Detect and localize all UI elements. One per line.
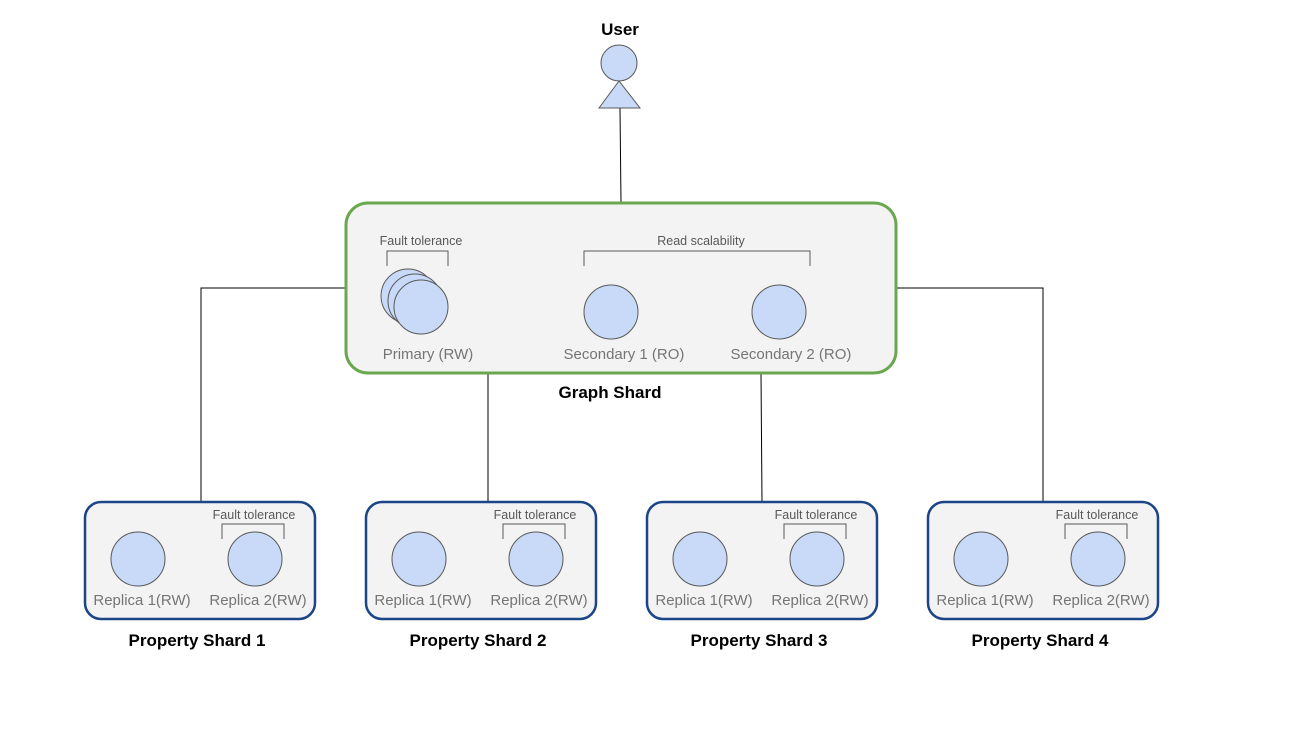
read-scalability-label: Read scalability [657,234,745,248]
connectors [200,107,1044,503]
graph-fault-tolerance-bracket [386,250,449,266]
replica-1-label: Replica 1(RW) [936,592,1033,609]
property-fault-tolerance-bracket [502,523,566,539]
property-shard-label: Property Shard 3 [691,631,828,650]
primary-node-icon [393,279,449,335]
replica-2-label: Replica 2(RW) [209,592,306,609]
read-scalability-bracket [583,250,811,266]
replica-1-label: Replica 1(RW) [655,592,752,609]
primary-node-stack [380,268,449,335]
edge-graph-property-3 [760,372,763,503]
graph-fault-tolerance-label: Fault tolerance [380,234,463,248]
property-fault-tolerance-bracket [1064,523,1128,539]
property-fault-tolerance-bracket [221,523,285,539]
replica-1-node-icon [953,531,1009,587]
property-fault-tolerance-label: Fault tolerance [775,508,858,522]
replica-2-node-icon [227,531,283,587]
property-shard-box [926,500,1160,621]
edge-graph-property-1 [200,287,346,502]
replica-1-node-icon [391,531,447,587]
property-shard-label: Property Shard 4 [972,631,1110,650]
property-shard-box [364,500,598,621]
property-shard-box [83,500,317,621]
user-head-icon [600,44,638,82]
edge-graph-property-4 [896,287,1044,502]
property-shard-2: Fault tolerance Replica 1(RW) Replica 2(… [364,500,598,650]
secondary-2-node-icon [751,284,807,340]
property-fault-tolerance-bracket [783,523,847,539]
replica-1-node-icon [110,531,166,587]
user-actor: User [598,20,642,109]
replica-2-node-icon [1070,531,1126,587]
replica-1-node-icon [672,531,728,587]
property-shard-box [645,500,879,621]
edge-user-graph [619,107,622,204]
replica-2-label: Replica 2(RW) [1052,592,1149,609]
replica-1-label: Replica 1(RW) [93,592,190,609]
user-label: User [601,20,639,39]
property-shard-3: Fault tolerance Replica 1(RW) Replica 2(… [645,500,879,650]
replica-1-label: Replica 1(RW) [374,592,471,609]
secondary-2-node-label: Secondary 2 (RO) [731,346,852,363]
replica-2-label: Replica 2(RW) [490,592,587,609]
primary-node-label: Primary (RW) [383,346,474,363]
property-fault-tolerance-label: Fault tolerance [494,508,577,522]
property-shard-1: Fault tolerance Replica 1(RW) Replica 2(… [83,500,317,650]
property-shard-4: Fault tolerance Replica 1(RW) Replica 2(… [926,500,1160,650]
graph-shard: Fault tolerance Read scalability Primary… [344,201,898,402]
property-fault-tolerance-label: Fault tolerance [1056,508,1139,522]
user-body-icon [598,80,642,109]
property-shard-label: Property Shard 2 [410,631,547,650]
secondary-1-node-icon [583,284,639,340]
replica-2-node-icon [789,531,845,587]
replica-2-node-icon [508,531,564,587]
replica-2-label: Replica 2(RW) [771,592,868,609]
secondary-1-node-label: Secondary 1 (RO) [564,346,685,363]
graph-shard-label: Graph Shard [559,383,662,402]
property-fault-tolerance-label: Fault tolerance [213,508,296,522]
property-shard-label: Property Shard 1 [129,631,266,650]
